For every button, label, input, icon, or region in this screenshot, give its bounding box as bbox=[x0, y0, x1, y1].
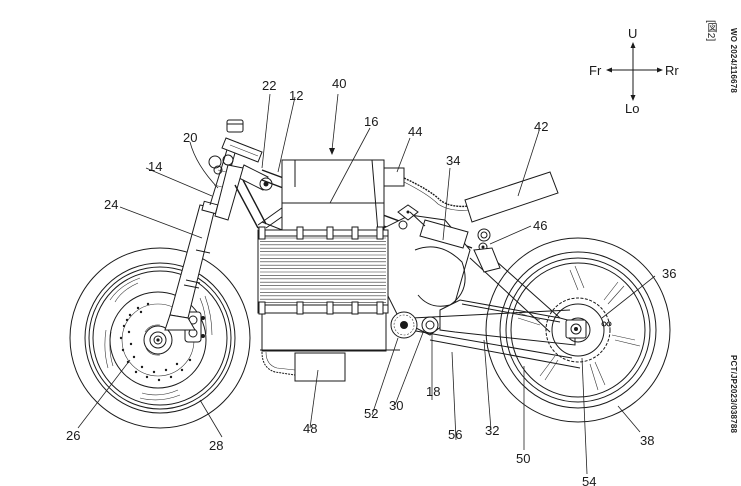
mounting-bolt bbox=[296, 301, 304, 315]
ref-34: 34 bbox=[446, 153, 460, 168]
brake-disc-holes bbox=[119, 302, 192, 382]
rear-wheel bbox=[485, 237, 671, 423]
ref-52: 52 bbox=[364, 406, 378, 421]
ref-56: 56 bbox=[448, 427, 462, 442]
direction-up-label: U bbox=[628, 26, 637, 41]
mounting-bolt bbox=[296, 226, 304, 240]
ref-28: 28 bbox=[209, 438, 223, 453]
ref-18: 18 bbox=[426, 384, 440, 399]
ref-32: 32 bbox=[485, 423, 499, 438]
publication-number: WO 2024/116678 bbox=[729, 28, 738, 94]
drive-chain-56 bbox=[409, 309, 581, 369]
ref-20: 20 bbox=[183, 130, 197, 145]
front-wheel bbox=[69, 247, 251, 429]
ref-24: 24 bbox=[104, 197, 118, 212]
box-48 bbox=[261, 351, 346, 382]
mounting-bolt bbox=[326, 301, 334, 315]
ref-22: 22 bbox=[262, 78, 276, 93]
direction-front-label: Fr bbox=[589, 63, 602, 78]
ref-40: 40 bbox=[332, 76, 346, 91]
leader-lines bbox=[77, 93, 656, 475]
drive-sprocket-52 bbox=[390, 311, 418, 339]
reference-numerals: 22 12 40 16 44 34 42 46 36 38 54 50 32 5… bbox=[66, 76, 676, 486]
steering-head bbox=[208, 119, 273, 221]
box-42 bbox=[464, 171, 559, 223]
finned-unit bbox=[257, 226, 400, 352]
mounting-bolt bbox=[351, 226, 359, 240]
mounting-bolt bbox=[258, 301, 266, 315]
ref-30: 30 bbox=[389, 398, 403, 413]
rear-shock-34 bbox=[397, 204, 491, 252]
direction-indicator: U Lo Fr Rr bbox=[589, 26, 679, 116]
mounting-bolt bbox=[351, 301, 359, 315]
swingarm-32 bbox=[439, 247, 576, 346]
mounting-bolt bbox=[376, 226, 384, 240]
application-number: PCT/JP2023/038788 bbox=[729, 355, 738, 434]
figure-label: [図2] bbox=[705, 20, 716, 42]
ref-16: 16 bbox=[364, 114, 378, 129]
ref-44: 44 bbox=[408, 124, 422, 139]
direction-down-label: Lo bbox=[625, 101, 639, 116]
battery-case-40 bbox=[281, 159, 385, 233]
ref-36: 36 bbox=[662, 266, 676, 281]
ref-26: 26 bbox=[66, 428, 80, 443]
direction-rear-label: Rr bbox=[665, 63, 679, 78]
ref-12: 12 bbox=[289, 88, 303, 103]
ref-14: 14 bbox=[148, 159, 162, 174]
ref-38: 38 bbox=[640, 433, 654, 448]
mounting-bolt bbox=[258, 226, 266, 240]
ref-42: 42 bbox=[534, 119, 548, 134]
ref-46: 46 bbox=[533, 218, 547, 233]
mounting-bolt bbox=[326, 226, 334, 240]
ref-50: 50 bbox=[516, 451, 530, 466]
front-fork bbox=[164, 139, 239, 331]
controller-44 bbox=[383, 167, 471, 211]
ref-48: 48 bbox=[303, 421, 317, 436]
ref-54: 54 bbox=[582, 474, 596, 486]
mounting-bolt bbox=[376, 301, 384, 315]
